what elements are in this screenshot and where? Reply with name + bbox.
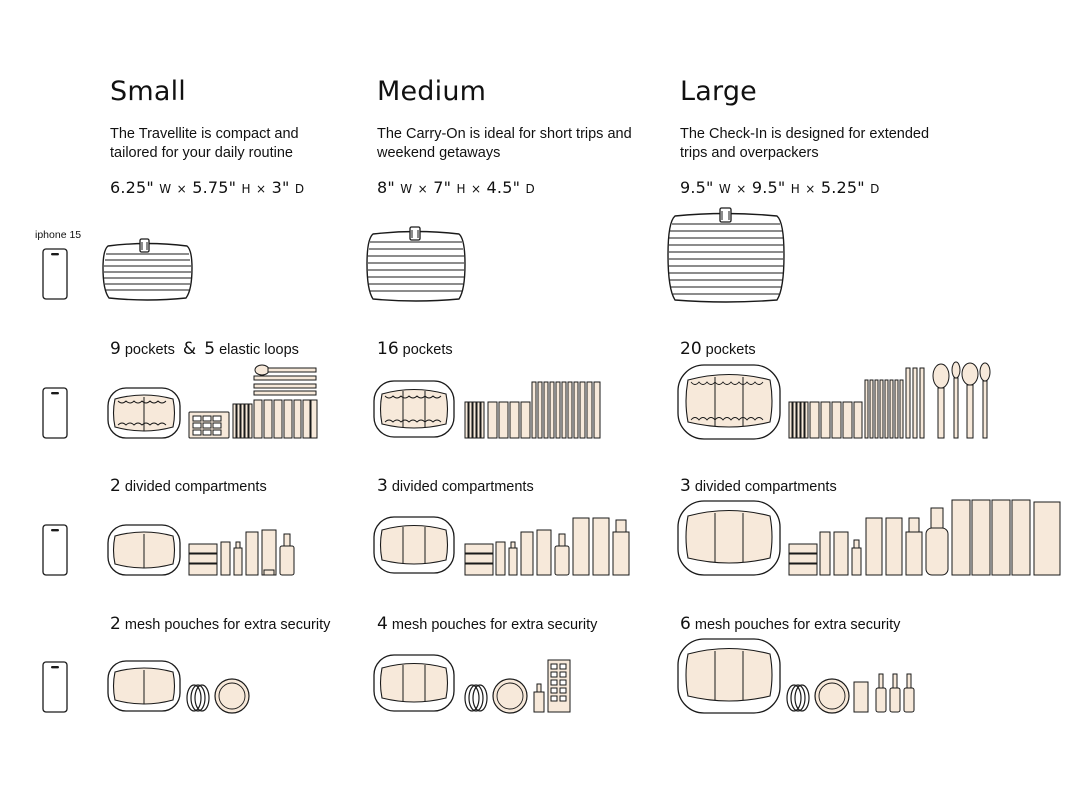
items-compartments-large-icon bbox=[788, 499, 1061, 576]
description-medium: The Carry-On is ideal for short trips an… bbox=[377, 126, 632, 161]
dimensions-large: 9.5" W × 9.5" H × 5.25" D bbox=[680, 178, 880, 197]
open-bag-medium-icon bbox=[373, 516, 455, 574]
items-mesh-medium-icon bbox=[464, 659, 571, 714]
open-bag-large-icon bbox=[677, 500, 781, 576]
phone-icon bbox=[42, 248, 68, 300]
feature-mesh-large: 6 mesh pouches for extra security bbox=[680, 614, 901, 634]
feature-compartments-small: 2 divided compartments bbox=[110, 476, 267, 496]
dimensions-medium: 8" W × 7" H × 4.5" D bbox=[377, 178, 535, 197]
description-large: The Check-In is designed for extended tr… bbox=[680, 126, 930, 161]
open-bag-small-icon bbox=[107, 387, 181, 439]
size-title-small: Small bbox=[110, 76, 186, 107]
items-mesh-large-icon bbox=[786, 673, 915, 714]
open-bag-medium-icon bbox=[373, 380, 455, 438]
items-pockets-large-icon bbox=[788, 361, 991, 439]
closed-bag-large-icon bbox=[667, 207, 785, 303]
items-pockets-small-icon bbox=[188, 364, 318, 439]
closed-bag-small-icon bbox=[102, 238, 193, 301]
open-bag-medium-icon bbox=[373, 654, 455, 712]
open-bag-small-icon bbox=[107, 524, 181, 576]
phone-icon bbox=[42, 661, 68, 713]
phone-label: iphone 15 bbox=[35, 229, 82, 241]
items-pockets-medium-icon bbox=[464, 381, 601, 439]
feature-compartments-medium: 3 divided compartments bbox=[377, 476, 534, 496]
phone-icon bbox=[42, 387, 68, 439]
items-compartments-small-icon bbox=[188, 529, 295, 576]
items-compartments-medium-icon bbox=[464, 517, 630, 576]
feature-mesh-small: 2 mesh pouches for extra security bbox=[110, 614, 331, 634]
feature-pockets-small: 9 pockets & 5 elastic loops bbox=[110, 339, 299, 359]
open-bag-large-icon bbox=[677, 638, 781, 714]
open-bag-large-icon bbox=[677, 364, 781, 440]
size-title-large: Large bbox=[680, 76, 757, 107]
feature-pockets-medium: 16 pockets bbox=[377, 339, 453, 359]
phone-icon bbox=[42, 524, 68, 576]
closed-bag-medium-icon bbox=[366, 226, 466, 302]
description-small: The Travellite is compact and tailored f… bbox=[110, 126, 299, 161]
feature-mesh-medium: 4 mesh pouches for extra security bbox=[377, 614, 598, 634]
feature-pockets-large: 20 pockets bbox=[680, 339, 756, 359]
open-bag-small-icon bbox=[107, 660, 181, 712]
items-mesh-small-icon bbox=[186, 678, 250, 714]
dimensions-small: 6.25" W × 5.75" H × 3" D bbox=[110, 178, 305, 197]
size-title-medium: Medium bbox=[377, 76, 487, 107]
feature-compartments-large: 3 divided compartments bbox=[680, 476, 837, 496]
